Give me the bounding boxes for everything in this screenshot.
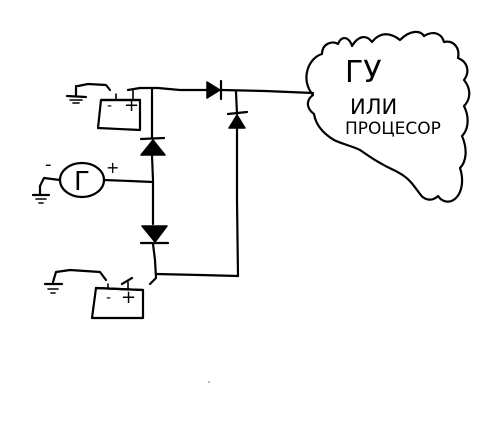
diode-upper-icon <box>139 136 166 156</box>
stray-dot <box>208 381 210 383</box>
wire-left-spine-middle <box>150 154 155 226</box>
ground-bottom-icon <box>43 282 64 294</box>
wire-top-main <box>138 86 209 92</box>
cloud-label-processor: ПРОЦЕСОР <box>345 119 441 139</box>
battery-bottom-minus: - <box>106 290 111 306</box>
cloud-outline <box>305 30 471 203</box>
diode-series-icon <box>206 79 223 101</box>
ground-generator-icon <box>31 193 51 204</box>
wire-to-cloud <box>220 88 315 95</box>
diode-lower-icon <box>139 225 170 245</box>
generator-label: Г <box>74 167 90 197</box>
generator-plus: + <box>106 158 119 177</box>
battery-bottom: - + <box>51 268 145 320</box>
battery-top-plus: + <box>124 95 139 116</box>
wire-bottom <box>154 272 240 278</box>
ground-top-icon <box>65 84 88 104</box>
cloud-label-ili: ИЛИ <box>350 95 397 119</box>
wire-left-spine-lower <box>148 242 158 286</box>
wire-right-lower <box>235 126 240 278</box>
diode-right-icon <box>226 110 249 129</box>
cloud-label-gu: ГУ <box>345 55 382 90</box>
battery-top-minus: - <box>107 98 112 114</box>
wire-generator-to-spine <box>102 178 155 184</box>
battery-top: - + <box>76 82 142 132</box>
generator-minus: - <box>45 154 52 175</box>
wire-right-upper <box>234 90 239 116</box>
generator: Г - + <box>38 154 119 199</box>
battery-bottom-plus: + <box>121 287 136 308</box>
